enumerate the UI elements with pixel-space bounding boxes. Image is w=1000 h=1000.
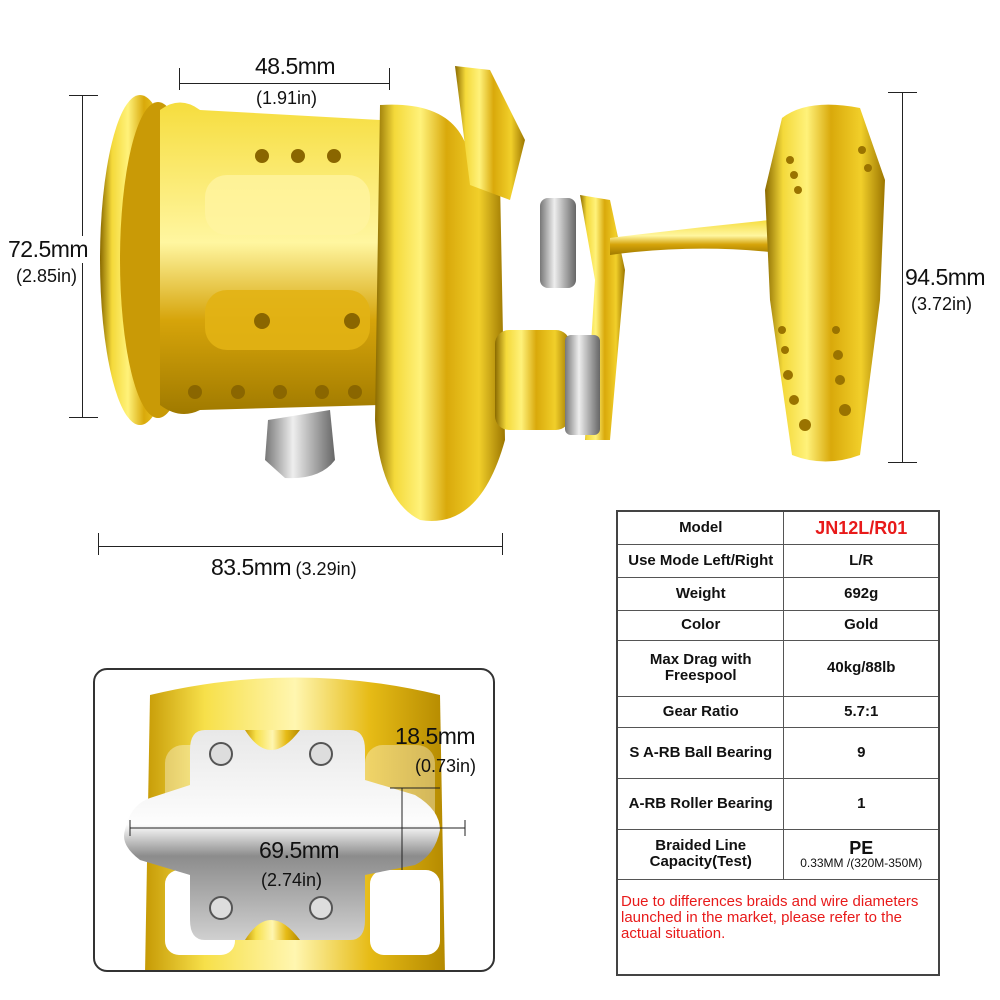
spool-width-mm: 48.5mm: [255, 53, 336, 79]
spec-row-model: Model JN12L/R01: [616, 510, 940, 545]
spec-row-note: Due to differences braids and wire diame…: [616, 878, 940, 976]
spec-value: 40kg/88lb: [783, 639, 940, 697]
dim-line-reel-length: [98, 546, 503, 547]
spec-label: Max Drag with Freespool: [616, 639, 785, 697]
model-value: JN12L/R01: [783, 510, 940, 545]
spec-value: Gold: [783, 609, 940, 641]
spec-label: S A-RB Ball Bearing: [616, 726, 785, 779]
spec-row-gear-ratio: Gear Ratio 5.7:1: [616, 695, 940, 728]
dim-tick-spool-right: [389, 68, 390, 90]
dim-tick-spool-left: [179, 68, 180, 90]
clamp-detail-inset: 18.5mm (0.73in) 69.5mm (2.74in): [93, 668, 495, 972]
spec-value: L/R: [783, 543, 940, 578]
line-type: PE: [849, 837, 874, 858]
spec-label: A-RB Roller Bearing: [616, 777, 785, 830]
spec-value: 5.7:1: [783, 695, 940, 728]
dim-tick-height-bottom: [69, 417, 98, 418]
spec-value: 1: [783, 777, 940, 830]
spec-row-line-capacity: Braided Line Capacity(Test) PE 0.33MM /(…: [616, 828, 940, 880]
spec-note: Due to differences braids and wire diame…: [616, 878, 940, 976]
spec-row-weight: Weight 692g: [616, 576, 940, 611]
clamp-length-in: (2.74in): [261, 870, 323, 890]
reel-length-label: 83.5mm (3.29in): [211, 554, 357, 581]
reel-length-in: (3.29in): [295, 559, 357, 579]
spec-row-roller-bearing: A-RB Roller Bearing 1: [616, 777, 940, 830]
spec-value-line-capacity: PE 0.33MM /(320M-350M): [783, 828, 940, 880]
spec-row-color: Color Gold: [616, 609, 940, 641]
handle-height-mm: 94.5mm: [905, 264, 986, 290]
handle-height-in: (3.72in): [911, 294, 973, 314]
dim-tick-length-left: [98, 533, 99, 555]
spec-label: Color: [616, 609, 785, 641]
spec-row-use-mode: Use Mode Left/Right L/R: [616, 543, 940, 578]
clamp-width-mm: 18.5mm: [395, 723, 476, 749]
spec-row-ball-bearing: S A-RB Ball Bearing 9: [616, 726, 940, 779]
spec-value: 692g: [783, 576, 940, 611]
reel-height-mm: 72.5mm: [8, 236, 89, 263]
dim-tick-length-right: [502, 533, 503, 555]
reel-foot-clamp-image: [124, 677, 466, 970]
fishing-reel-image: [100, 66, 885, 521]
dim-line-reel-height-lower: [82, 292, 83, 418]
spec-label: Gear Ratio: [616, 695, 785, 728]
reel-height-in: (2.85in): [16, 266, 78, 287]
spec-table: Model JN12L/R01 Use Mode Left/Right L/R …: [616, 510, 940, 976]
clamp-width-in: (0.73in): [415, 756, 477, 776]
spec-label: Braided Line Capacity(Test): [616, 828, 785, 880]
spec-label: Weight: [616, 576, 785, 611]
dim-line-spool-width: [179, 83, 390, 84]
spec-value: 9: [783, 726, 940, 779]
dim-line-handle-height: [902, 92, 903, 463]
clamp-length-mm: 69.5mm: [259, 837, 340, 863]
spec-label: Use Mode Left/Right: [616, 543, 785, 578]
spec-row-max-drag: Max Drag with Freespool 40kg/88lb: [616, 639, 940, 697]
dim-tick-height-top: [69, 95, 98, 96]
reel-length-mm: 83.5mm: [211, 554, 292, 580]
dim-line-reel-height: [82, 95, 83, 323]
spec-label: Model: [616, 510, 785, 545]
spool-width-in: (1.91in): [256, 88, 318, 108]
line-capacity: 0.33MM /(320M-350M): [800, 855, 923, 870]
